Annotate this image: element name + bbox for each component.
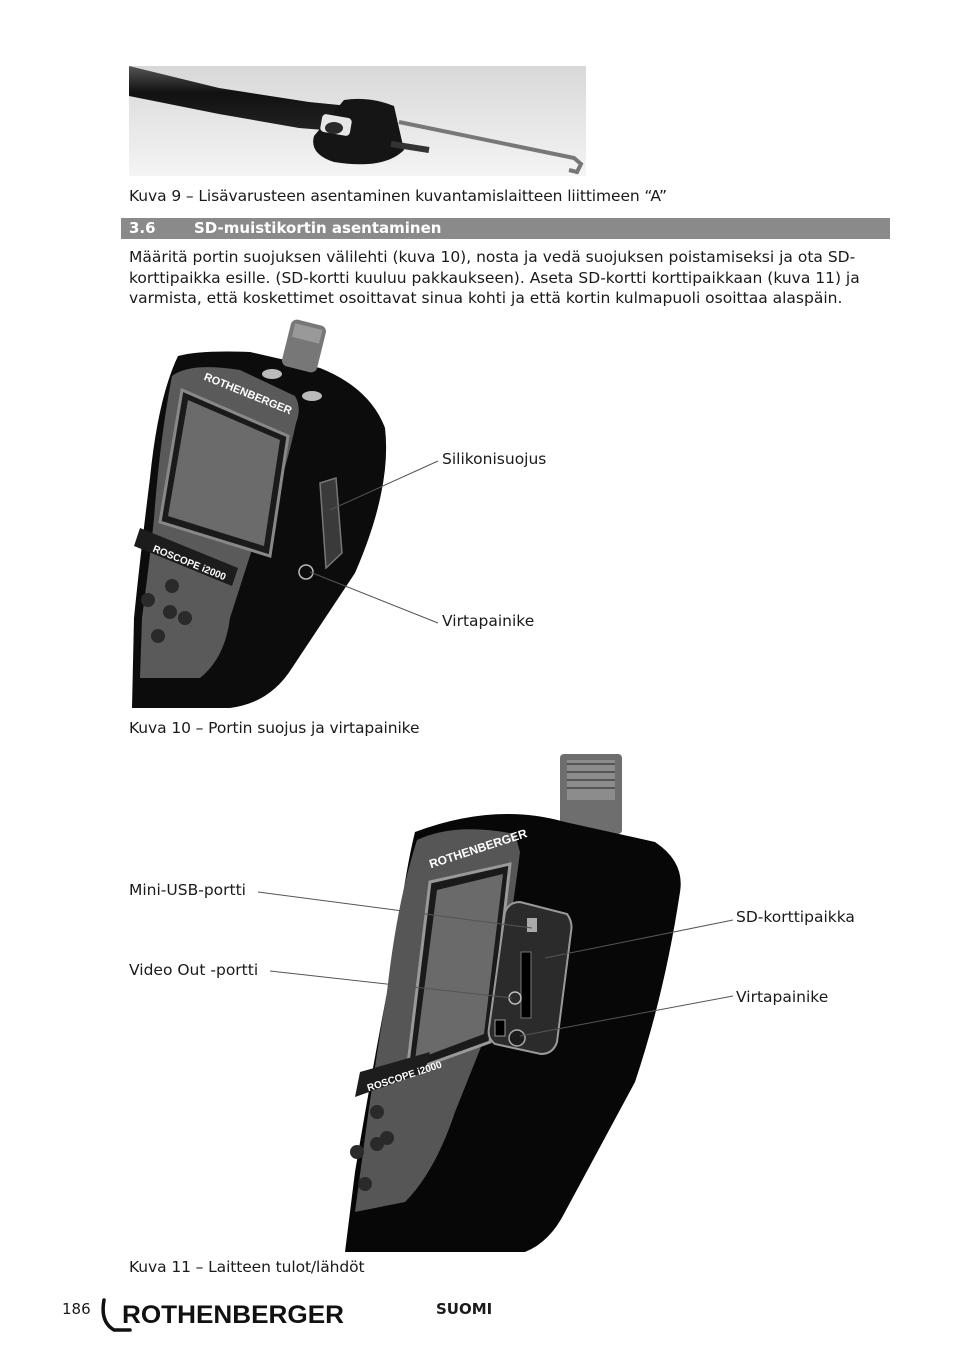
power-button-icon: [508, 1029, 526, 1047]
label-power-button: Virtapainike: [442, 612, 535, 630]
footer-brand-logo: ROTHENBERGER: [101, 1298, 344, 1332]
figure9-caption: Kuva 9 – Lisävarusteen asentaminen kuvan…: [129, 187, 667, 205]
mini-usb-port: [527, 918, 537, 932]
label-mini-usb: Mini-USB-portti: [129, 881, 246, 899]
keypad-button: [178, 611, 192, 625]
footer-language: SUOMI: [436, 1300, 493, 1318]
power-button-icon: [298, 564, 314, 580]
body-paragraph: Määritä portin suojuksen välilehti (kuva…: [129, 247, 869, 309]
keypad-button: [370, 1105, 384, 1119]
keypad-button: [163, 605, 177, 619]
figure11-caption: Kuva 11 – Laitteen tulot/lähdöt: [129, 1258, 365, 1276]
footer-brand-text: ROTHENBERGER: [122, 1301, 344, 1329]
keypad-button: [151, 629, 165, 643]
figure10-device-illustration: ROTHENBERGER ROSCOPE i2000: [132, 319, 387, 708]
paragraph-line: varmista, että koskettimet osoittavat si…: [129, 289, 843, 307]
label-silicone-cover: Silikonisuojus: [442, 450, 547, 468]
paragraph-line: Määritä portin suojuksen välilehti (kuva…: [129, 248, 856, 266]
keypad-button: [165, 579, 179, 593]
keypad-button: [350, 1145, 364, 1159]
keypad-button: [380, 1131, 394, 1145]
keypad-button: [358, 1177, 372, 1191]
label-power-button: Virtapainike: [736, 988, 829, 1006]
paragraph-line: korttipaikka esille. (SD-kortti kuuluu p…: [129, 268, 860, 287]
section-title: SD-muistikortin asentaminen: [194, 219, 442, 237]
label-sd-slot: SD-korttipaikka: [736, 908, 855, 926]
figure11-device-illustration: ROTHENBERGER ROSCOPE i2000: [345, 754, 681, 1252]
keypad-button: [141, 593, 155, 607]
figure10-caption: Kuva 10 – Portin suojus ja virtapainike: [129, 719, 420, 737]
page-number: 186: [62, 1300, 91, 1318]
sd-card-slot: [520, 951, 532, 1019]
figure9-photo: [129, 66, 586, 176]
section-header: 3.6 SD-muistikortin asentaminen: [121, 218, 890, 239]
section-number: 3.6: [129, 219, 156, 237]
label-video-out: Video Out -portti: [129, 961, 259, 979]
